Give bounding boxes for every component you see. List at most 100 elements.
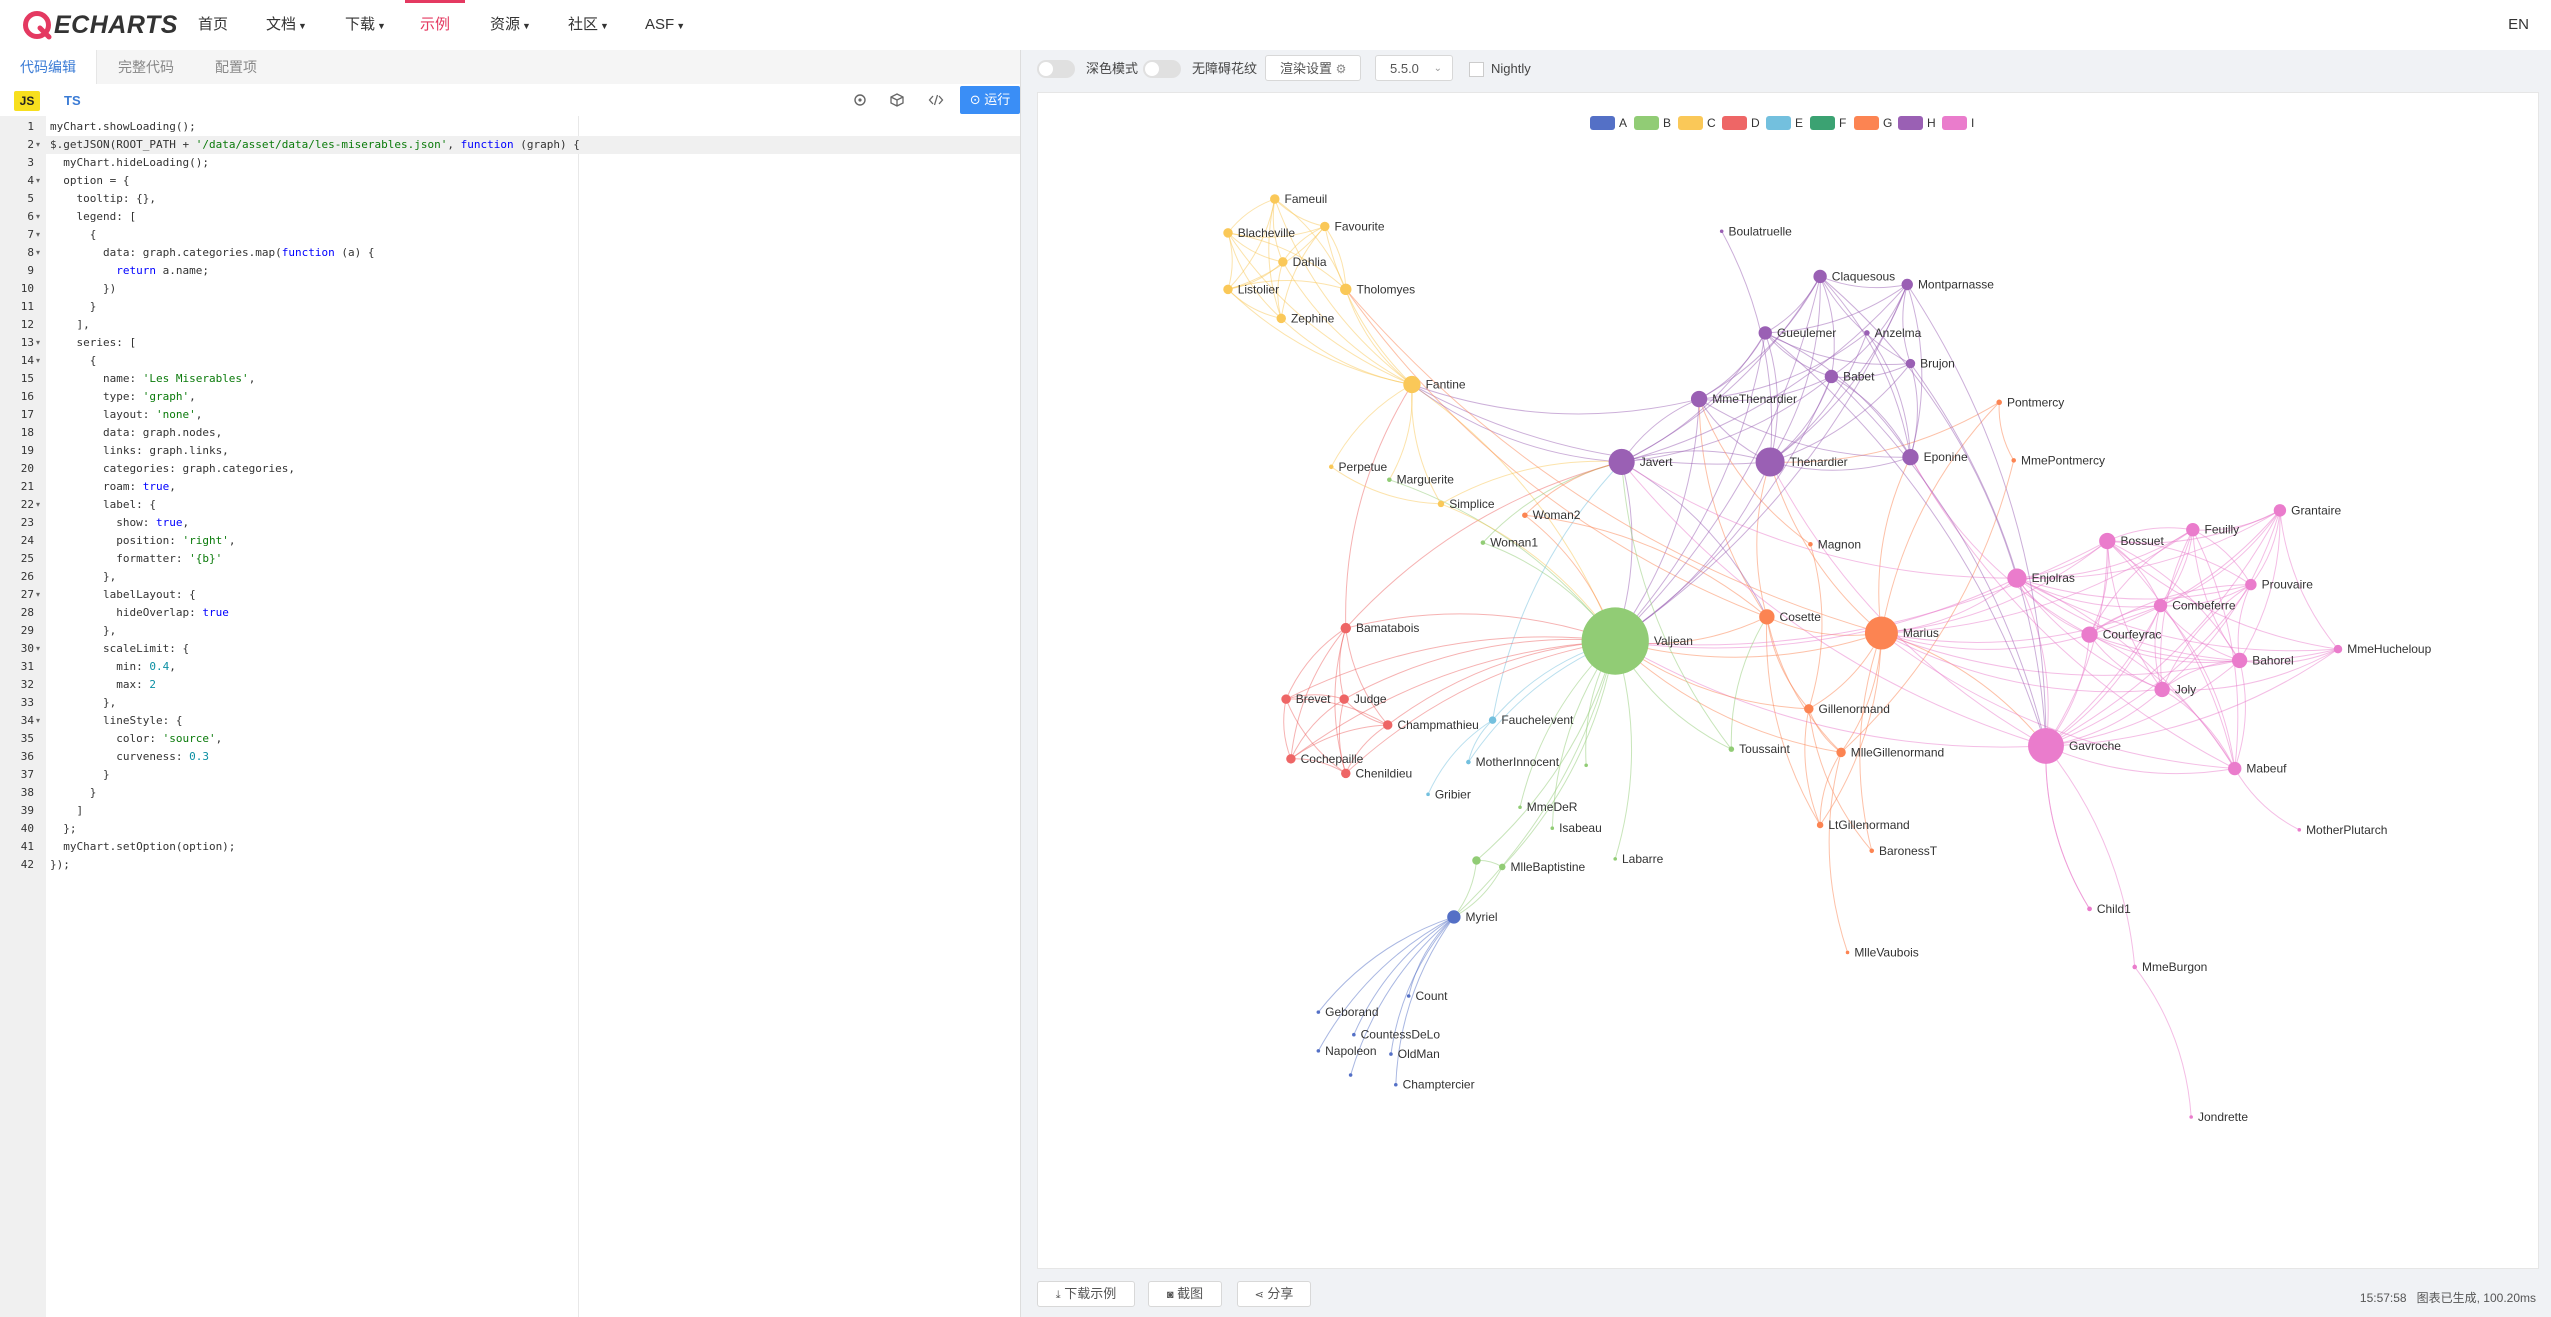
fold-toggle-icon[interactable]: ▾ — [36, 248, 41, 257]
legend-label[interactable]: B — [1663, 116, 1671, 130]
graph-node[interactable] — [2154, 681, 2170, 698]
code-line[interactable]: links: graph.links, — [50, 444, 229, 457]
tab-full-code[interactable]: 完整代码 — [118, 59, 174, 75]
legend-label[interactable]: A — [1619, 116, 1627, 130]
code-line[interactable]: hideOverlap: true — [50, 606, 229, 619]
code-line[interactable]: layout: 'none', — [50, 408, 203, 421]
graph-node[interactable] — [1608, 448, 1635, 476]
graph-node[interactable] — [1403, 375, 1421, 394]
graph-node[interactable] — [1316, 1010, 1321, 1014]
nav-home[interactable]: 首页 — [198, 0, 228, 50]
code-line[interactable]: curveness: 0.3 — [50, 750, 209, 763]
graph-node[interactable] — [1340, 622, 1351, 634]
graph-node[interactable] — [2087, 906, 2092, 912]
fold-toggle-icon[interactable]: ▾ — [36, 140, 41, 149]
graph-node[interactable] — [2273, 504, 2287, 517]
dark-mode-toggle[interactable] — [1037, 60, 1075, 78]
code-line[interactable]: } — [50, 786, 97, 799]
graph-node[interactable] — [1286, 754, 1296, 764]
nav-community[interactable]: 社区▼ — [568, 0, 609, 50]
graph-node[interactable] — [1488, 716, 1497, 724]
nav-asf[interactable]: ASF▼ — [645, 0, 685, 50]
legend-label[interactable]: E — [1795, 116, 1803, 130]
legend-label[interactable]: F — [1839, 116, 1846, 130]
format-icon[interactable] — [852, 92, 868, 108]
legend-swatch[interactable] — [1766, 116, 1791, 130]
graph-node[interactable] — [1518, 805, 1522, 810]
code-line[interactable]: }); — [50, 858, 70, 871]
fold-toggle-icon[interactable]: ▾ — [36, 230, 41, 239]
graph-node[interactable] — [2186, 523, 2200, 537]
graph-node[interactable] — [1466, 759, 1471, 765]
graph-node[interactable] — [2297, 828, 2302, 832]
tab-code-edit[interactable]: 代码编辑 — [0, 50, 97, 84]
graph-node[interactable] — [1864, 330, 1870, 336]
echarts-logo[interactable]: ECHARTS — [22, 10, 178, 40]
fold-toggle-icon[interactable]: ▾ — [36, 500, 41, 509]
code-line[interactable]: max: 2 — [50, 678, 156, 691]
code-line[interactable]: type: 'graph', — [50, 390, 196, 403]
code-line[interactable]: name: 'Les Miserables', — [50, 372, 256, 385]
decal-pattern-toggle[interactable] — [1143, 60, 1181, 78]
code-line[interactable]: label: { — [50, 498, 156, 511]
graph-node[interactable] — [2132, 964, 2137, 970]
graph-node[interactable] — [1813, 269, 1827, 284]
code-line[interactable]: data: graph.categories.map(function (a) … — [50, 246, 375, 259]
graph-node[interactable] — [1394, 1082, 1398, 1087]
graph-node[interactable] — [1278, 257, 1288, 267]
graph-node[interactable] — [2231, 652, 2248, 669]
nav-docs[interactable]: 文档▼ — [266, 0, 307, 50]
fold-toggle-icon[interactable]: ▾ — [36, 356, 41, 365]
graph-node[interactable] — [1728, 746, 1735, 752]
fold-toggle-icon[interactable]: ▾ — [36, 716, 41, 725]
graph-node[interactable] — [1387, 477, 1392, 483]
graph-node[interactable] — [1581, 607, 1649, 675]
code-line[interactable]: } — [50, 768, 110, 781]
js-language-button[interactable]: JS — [14, 91, 40, 111]
graph-node[interactable] — [1447, 910, 1461, 924]
code-line[interactable]: }) — [50, 282, 117, 295]
code-line[interactable]: }, — [50, 696, 117, 709]
legend-label[interactable]: G — [1883, 116, 1892, 130]
graph-node[interactable] — [1719, 229, 1724, 234]
fold-toggle-icon[interactable]: ▾ — [36, 338, 41, 347]
legend-swatch[interactable] — [1854, 116, 1879, 130]
code-line[interactable]: series: [ — [50, 336, 137, 349]
graph-node[interactable] — [1758, 326, 1772, 340]
legend-swatch[interactable] — [1898, 116, 1923, 130]
code-line[interactable]: lineStyle: { — [50, 714, 183, 727]
code-line[interactable]: ], — [50, 318, 90, 331]
code-line[interactable]: { — [50, 354, 97, 367]
code-line[interactable]: min: 0.4, — [50, 660, 176, 673]
graph-node[interactable] — [2011, 458, 2016, 463]
graph-node[interactable] — [1690, 390, 1708, 408]
screenshot-button[interactable]: ◙ 截图 — [1148, 1281, 1222, 1307]
graph-node[interactable] — [1339, 694, 1349, 704]
graph-node[interactable] — [1223, 228, 1233, 238]
tab-options[interactable]: 配置项 — [215, 59, 257, 75]
graph-node[interactable] — [1316, 1049, 1321, 1053]
graph-node[interactable] — [1328, 464, 1334, 470]
code-icon[interactable] — [928, 92, 944, 108]
graph-node[interactable] — [2099, 532, 2116, 550]
graph-node[interactable] — [2153, 598, 2168, 613]
fold-toggle-icon[interactable]: ▾ — [36, 176, 41, 185]
graph-node[interactable] — [1223, 284, 1233, 295]
render-settings-button[interactable]: 渲染设置 ⚙ — [1265, 55, 1361, 81]
graph-node[interactable] — [1480, 540, 1486, 545]
legend-label[interactable]: D — [1751, 116, 1760, 130]
code-line[interactable]: return a.name; — [116, 264, 209, 277]
code-line[interactable]: myChart.hideLoading(); — [50, 156, 209, 169]
3d-box-icon[interactable] — [889, 92, 905, 108]
graph-node[interactable] — [1281, 694, 1291, 704]
graph-node[interactable] — [1816, 821, 1824, 829]
code-line[interactable]: categories: graph.categories, — [50, 462, 296, 475]
graph-node[interactable] — [2189, 1115, 2193, 1119]
code-line[interactable]: myChart.showLoading(); — [50, 120, 196, 133]
version-select[interactable]: 5.5.0 ⌄ — [1375, 55, 1453, 81]
graph-node[interactable] — [1550, 826, 1555, 831]
graph-node[interactable] — [2081, 626, 2098, 643]
code-line[interactable]: tooltip: {}, — [50, 192, 156, 205]
